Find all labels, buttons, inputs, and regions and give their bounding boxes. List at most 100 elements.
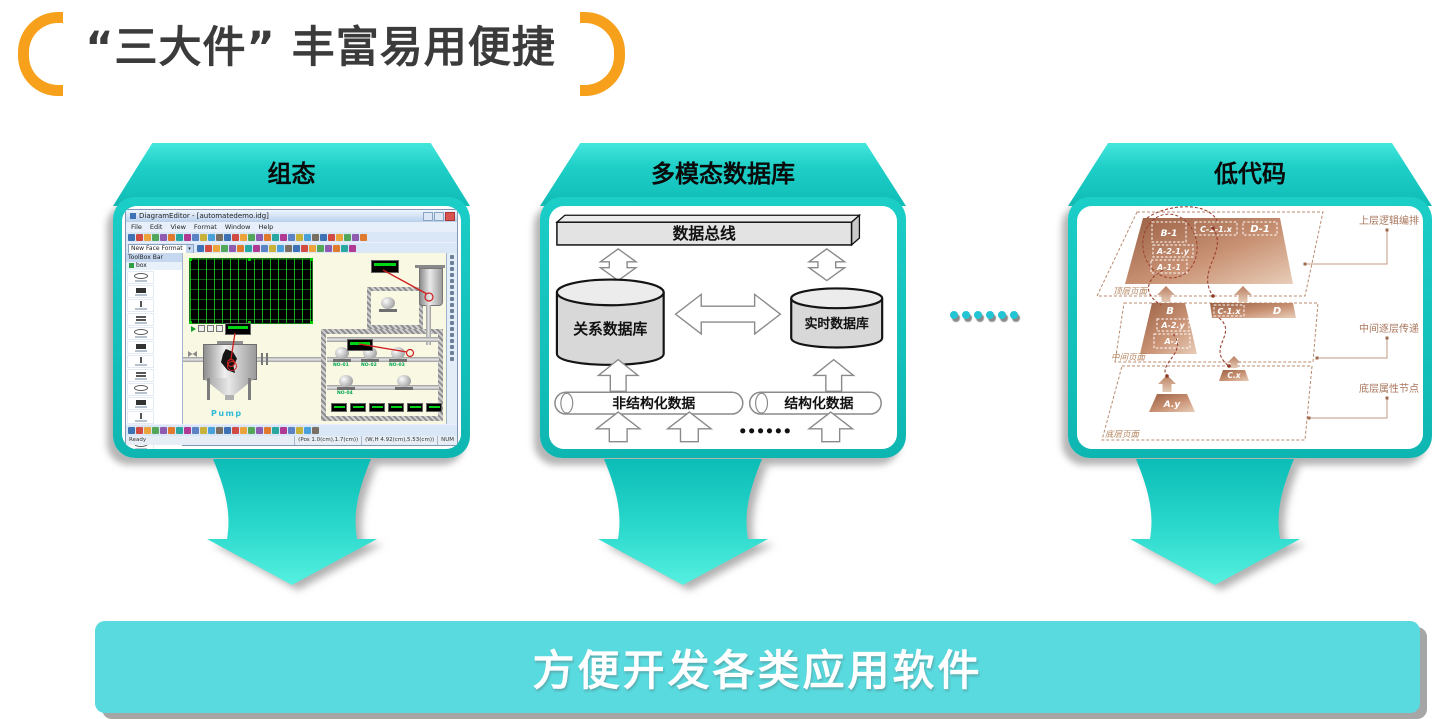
toolbar-icon	[136, 427, 143, 434]
selection-handle	[310, 321, 313, 324]
toolbar-icon	[301, 245, 308, 252]
selection-handle	[189, 321, 192, 324]
bottom-toolbar-icons	[128, 427, 319, 434]
window-title: DiagramEditor - [automatedemo.idg]	[139, 212, 269, 220]
toolbar-icon	[168, 427, 175, 434]
toolbar-bottom	[126, 424, 457, 436]
node-label: C-1-1.x	[1200, 225, 1233, 234]
toolbar-icon	[352, 234, 359, 241]
toolbar-icon	[144, 234, 151, 241]
symbol-glyph-icon	[135, 371, 146, 374]
toolbox-item: box	[126, 262, 182, 270]
annotation-bottom: 底层属性节点	[1359, 382, 1419, 395]
panel-database-content: 数据总线 关系数据库 实时数据库	[549, 206, 897, 449]
dot	[1010, 311, 1018, 319]
led-value	[409, 405, 421, 408]
symbol-caption	[134, 364, 147, 366]
status-position: (Pos 1.0(cm),1.7(cm))	[294, 436, 361, 445]
node-box	[1194, 221, 1238, 236]
toolbar-icon	[272, 427, 279, 434]
dot	[450, 327, 454, 331]
node-label: B-1	[1161, 229, 1178, 239]
layer-label-top: 顶层页面	[1113, 287, 1149, 297]
top-plane	[1125, 218, 1293, 284]
panel-header-lowcode: 低代码	[1068, 143, 1432, 206]
up-arrow	[594, 411, 642, 443]
toolbar-icon	[248, 427, 255, 434]
toolbar-icon	[312, 427, 319, 434]
node-label: B	[1166, 306, 1174, 317]
toolbar-icon	[336, 234, 343, 241]
toolbar-icon	[205, 245, 212, 252]
up-arrow	[811, 358, 856, 392]
toolbar-icon	[160, 427, 167, 434]
led-value	[228, 326, 248, 329]
toolbar-icon	[304, 234, 311, 241]
toolbar-icon	[237, 245, 244, 252]
dot	[450, 261, 454, 265]
bus-top-face	[555, 214, 862, 223]
layer-up-arrow	[1234, 286, 1252, 302]
structured-data-pill: 结构化数据	[748, 391, 882, 415]
toolbar-icon	[216, 427, 223, 434]
dot	[450, 315, 454, 319]
dot	[450, 351, 454, 355]
symbol-caption	[134, 336, 147, 338]
toolbar-main	[126, 231, 457, 243]
left-bracket-decoration	[18, 12, 63, 96]
led-display	[331, 403, 347, 412]
toolbar-icon	[256, 427, 263, 434]
panel-lowcode: B-1 C-1-1.x D-1 A-2-1.y A-1-1 顶层页面 B A-2…	[1068, 197, 1432, 458]
toolbar-icon	[160, 234, 167, 241]
toolbar-icon	[224, 234, 231, 241]
annotation-dot	[1307, 416, 1311, 420]
motor-icon	[333, 347, 351, 362]
toolbar-icon	[128, 427, 135, 434]
toolbar-icon	[320, 234, 327, 241]
palette-symbol	[127, 369, 154, 382]
toolbar-icon	[280, 427, 287, 434]
dashed-connector	[1218, 317, 1230, 367]
pipe-wall-inner	[371, 291, 419, 325]
tank-flange	[217, 341, 243, 344]
layer-up-arrow	[1157, 286, 1175, 302]
toolbar-icon	[264, 234, 271, 241]
toolbar-icon	[317, 245, 324, 252]
unstructured-data-pill: 非结构化数据	[554, 391, 744, 415]
trend-tool-icon	[207, 325, 214, 332]
toolbox-sidebar: ToolBox Bar box Pan Window	[126, 253, 183, 449]
node-label: C.x	[1227, 371, 1241, 380]
window-controls	[423, 212, 455, 221]
dot	[450, 333, 454, 337]
toolbox-header: ToolBox Bar	[126, 253, 182, 262]
tank-leg	[248, 378, 251, 400]
dot	[450, 303, 454, 307]
toolbar-icon	[349, 245, 356, 252]
led-value	[352, 405, 364, 408]
palette-symbol	[127, 299, 154, 312]
dashed-connector	[1164, 333, 1179, 377]
node-label: D-1	[1250, 224, 1270, 235]
toolbar-icon	[144, 427, 151, 434]
data-bus: 数据总线	[555, 213, 862, 247]
dot	[998, 311, 1006, 319]
red-link-line	[230, 332, 236, 360]
toolbar-icon	[261, 245, 268, 252]
selection-handle	[310, 258, 313, 261]
symbol-caption	[134, 420, 147, 422]
symbol-caption	[134, 349, 147, 352]
separator-dots	[950, 311, 1018, 319]
pump-label: Pump	[211, 409, 243, 418]
toolbox-item-label: box	[136, 262, 147, 269]
symbol-glyph-icon	[133, 273, 148, 279]
dot	[950, 311, 958, 319]
toolbar-icon	[200, 234, 207, 241]
menu-file: File	[131, 222, 142, 231]
ellipsis-dot	[766, 428, 773, 434]
symbol-glyph-icon	[139, 301, 142, 307]
symbol-glyph-icon	[139, 357, 142, 363]
panel-configuration: DiagramEditor - [automatedemo.idg] File …	[113, 197, 470, 458]
menu-view: View	[170, 222, 186, 231]
format-toolbar-icons	[197, 245, 356, 252]
down-arrow	[207, 459, 377, 585]
